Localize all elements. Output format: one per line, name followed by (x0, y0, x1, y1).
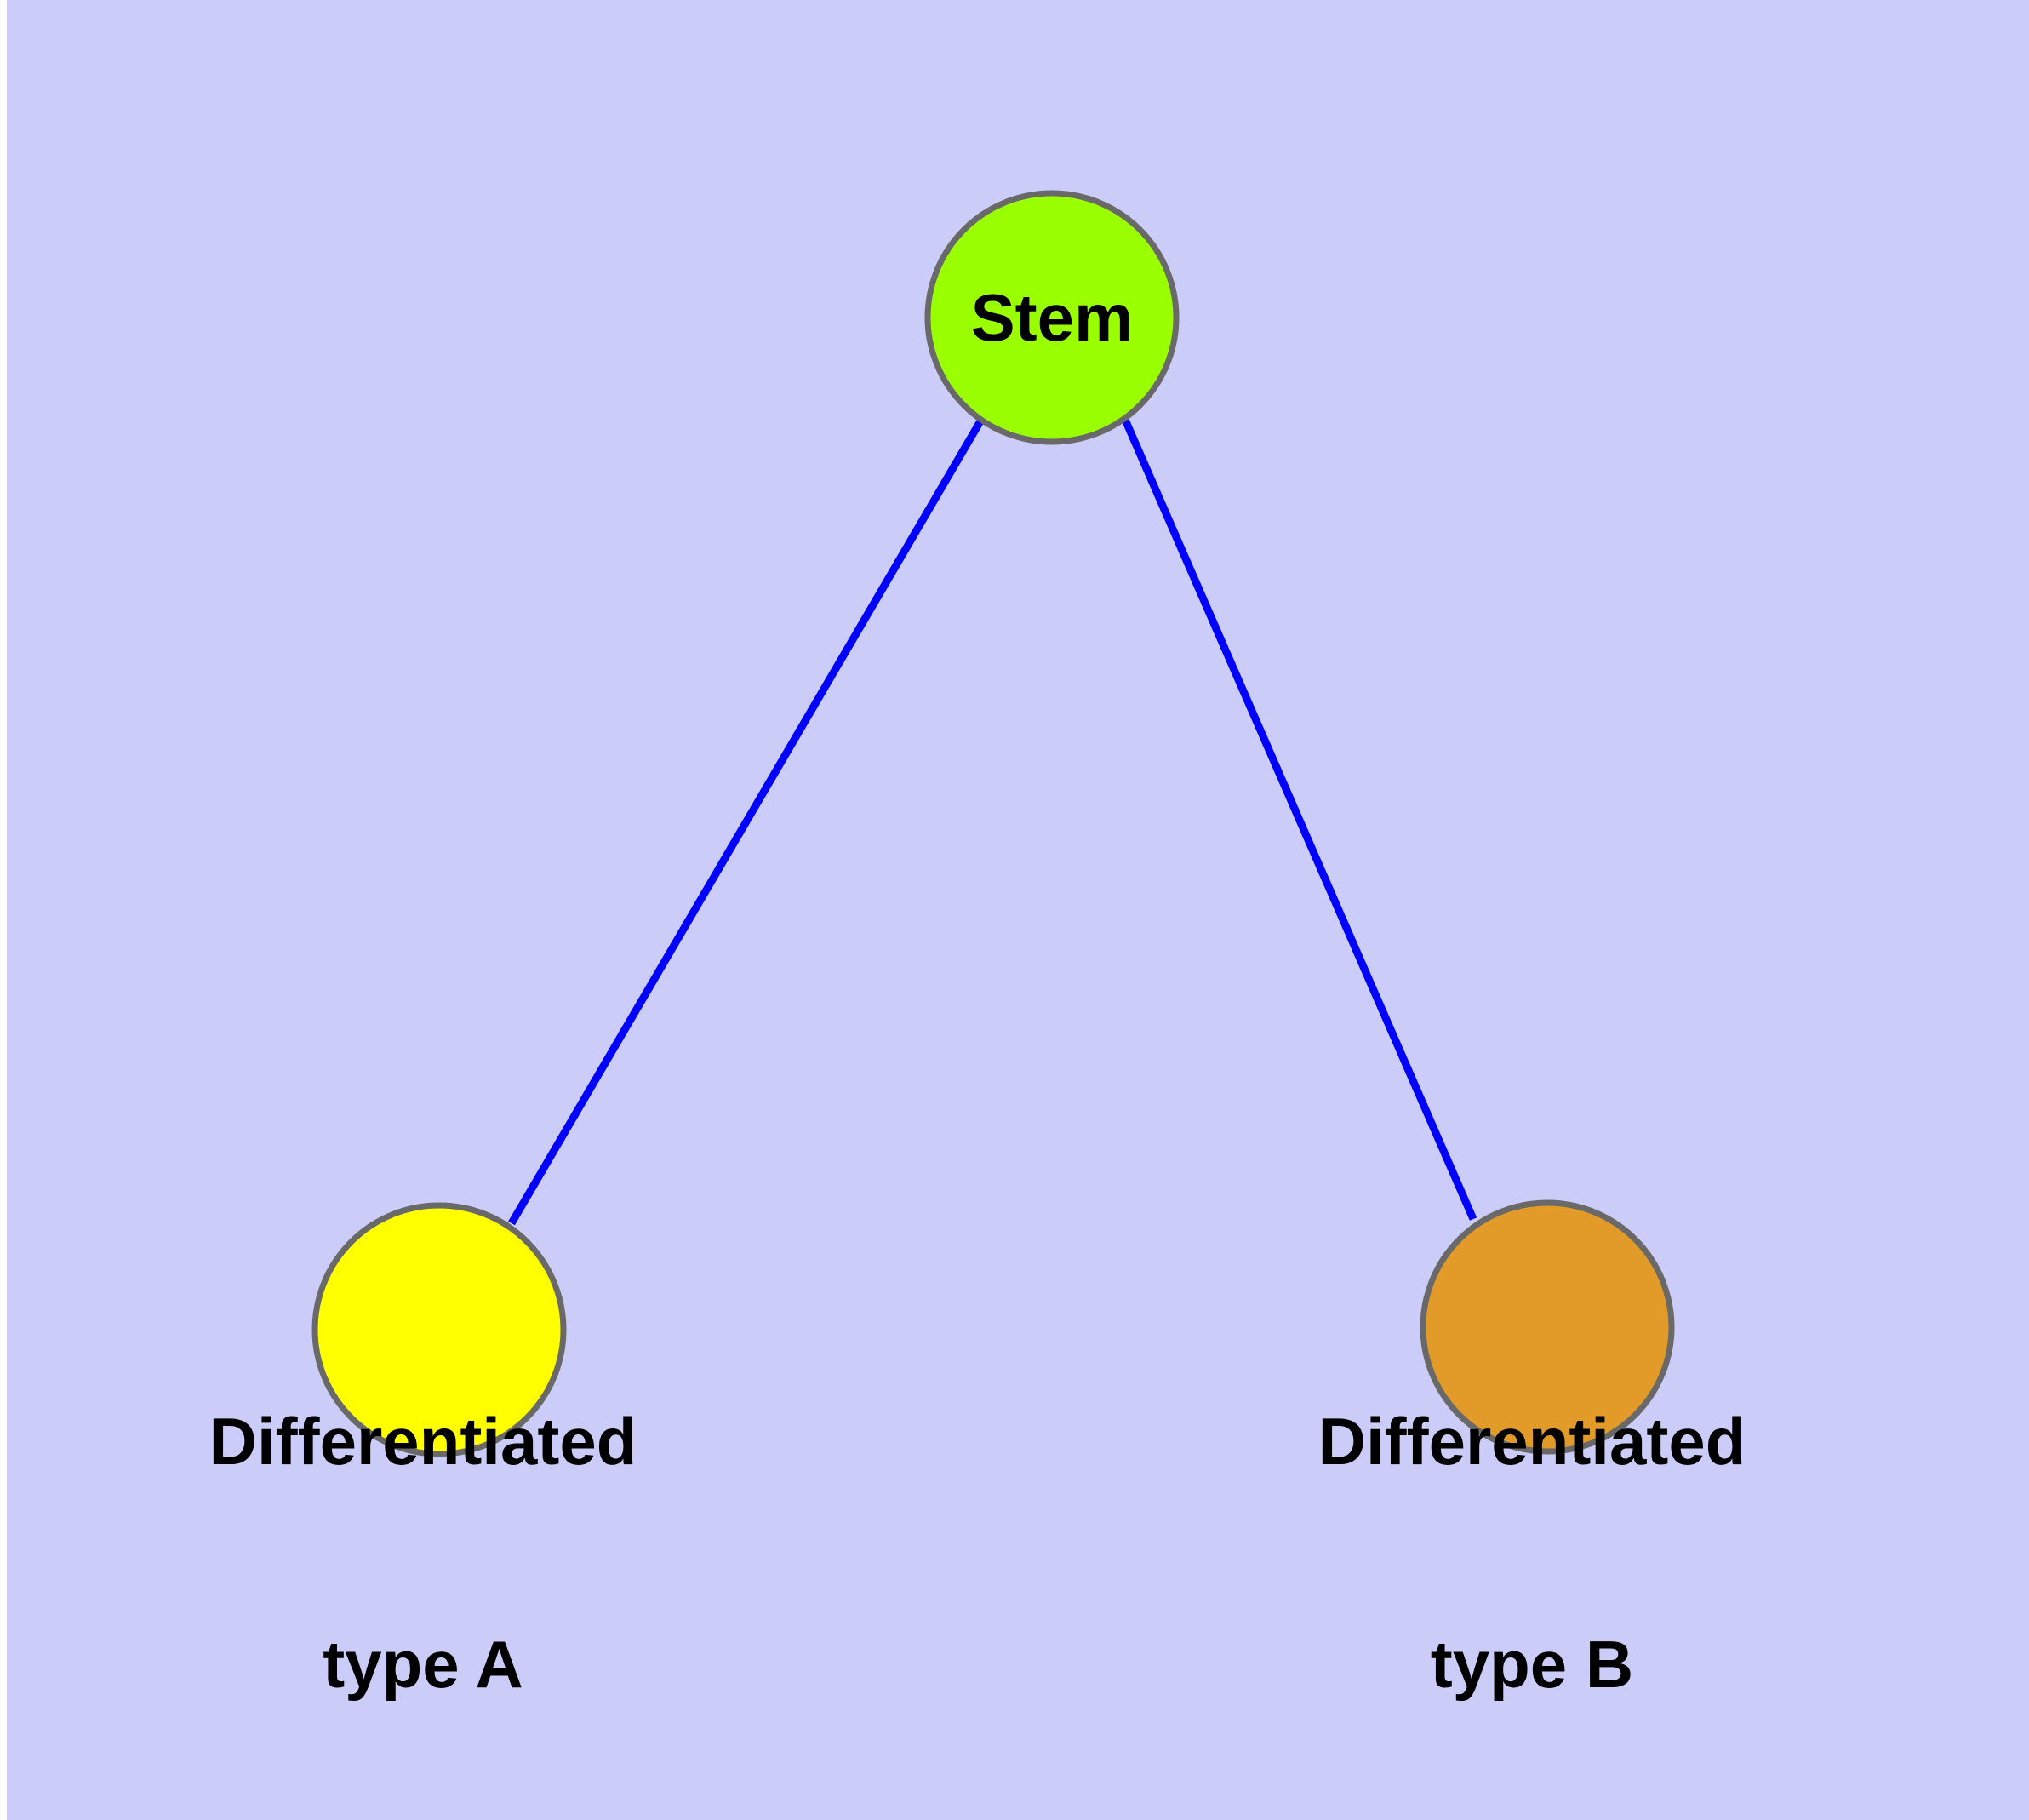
edge-layer (508, 417, 1477, 1226)
node-stem[interactable] (924, 190, 1180, 445)
node-differentiated-type-b[interactable] (1420, 1199, 1675, 1455)
node-differentiated-type-a[interactable] (311, 1202, 567, 1457)
node-layer (311, 190, 1675, 1457)
edge-stem-to-differentiated-type-b (1121, 418, 1477, 1221)
edge-stem-to-differentiated-type-a (508, 417, 985, 1226)
